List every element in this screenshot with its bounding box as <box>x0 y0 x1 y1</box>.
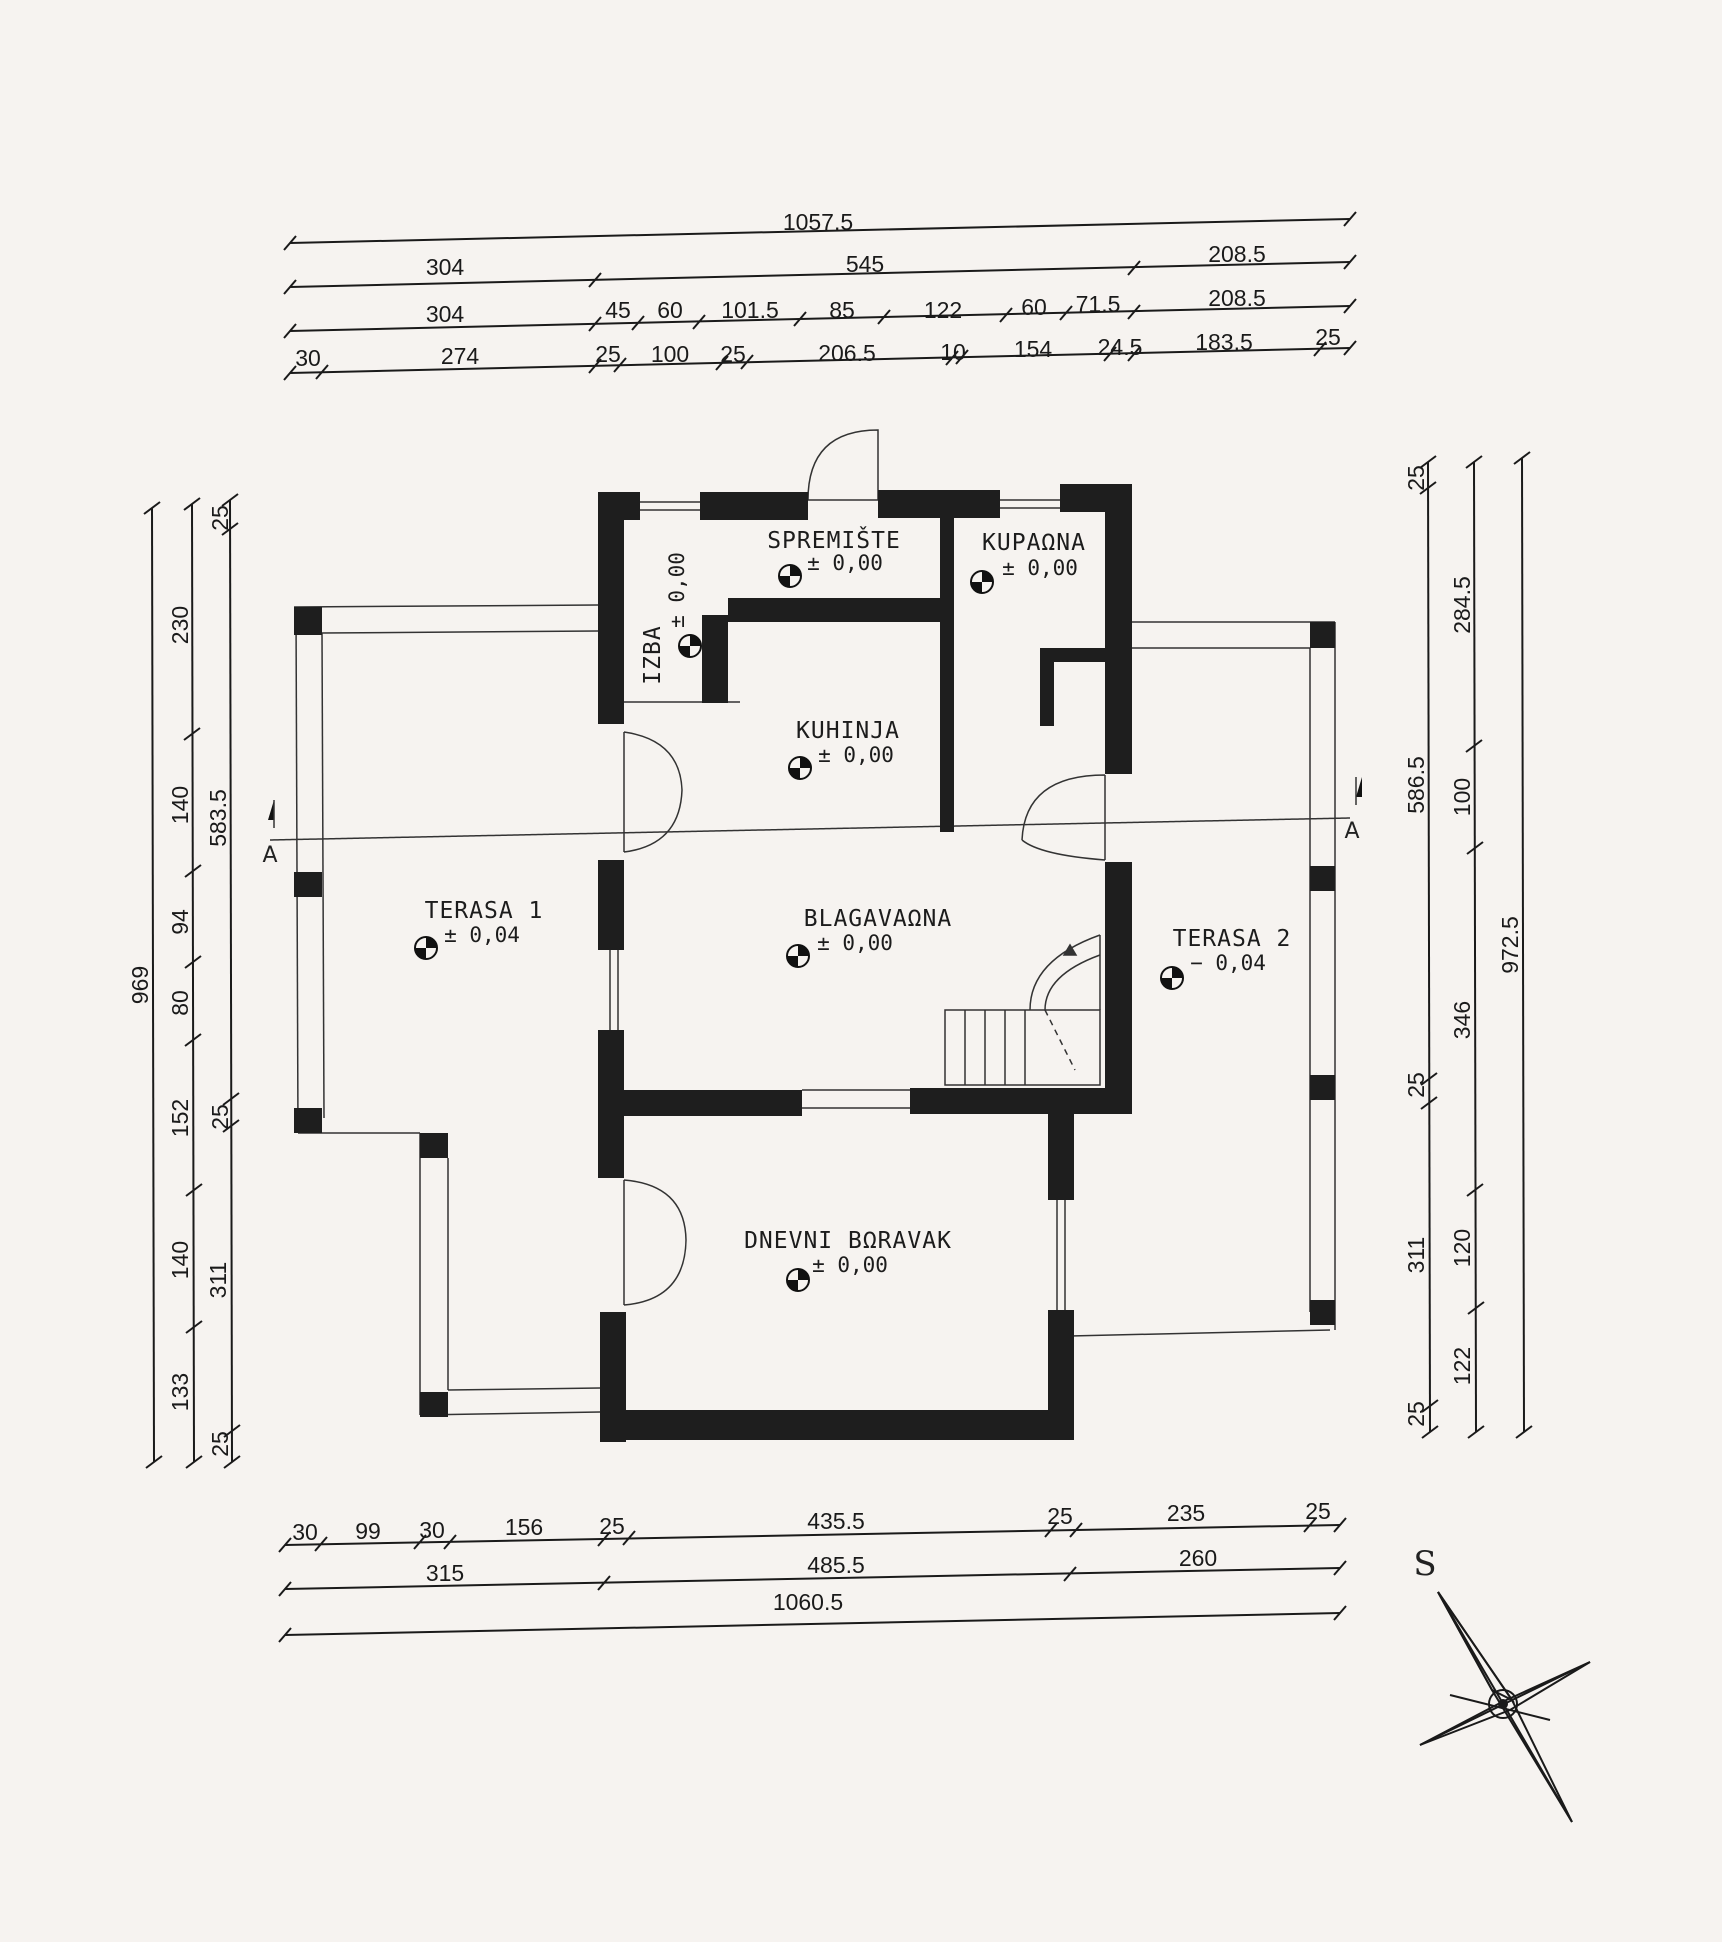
dim-top-r3-5: 122 <box>924 297 962 323</box>
dim-right-i-4: 25 <box>1403 1401 1429 1427</box>
dim-left-o-5: 140 <box>167 1241 193 1279</box>
dim-top-r4-4: 25 <box>720 341 746 367</box>
dim-top-r4-2: 25 <box>595 341 621 367</box>
dim-bot-r2-2: 260 <box>1179 1545 1217 1571</box>
dim-bot-r1-7: 235 <box>1167 1500 1205 1526</box>
dim-top-r4-10: 25 <box>1315 324 1341 350</box>
dim-top-r4-5: 206.5 <box>818 340 876 366</box>
dim-left-m-0: 583.5 <box>205 789 231 847</box>
compass-rose-icon <box>1419 1591 1591 1823</box>
section-mark-left: A <box>262 843 277 868</box>
dim-right-m-1: 100 <box>1449 778 1475 816</box>
level-marker-icon <box>1160 966 1184 990</box>
section-mark-right: A <box>1344 819 1359 844</box>
dim-top-r4-3: 100 <box>651 341 689 367</box>
dim-bot-r1-1: 99 <box>355 1518 381 1544</box>
dim-top-r4-7: 154 <box>1014 336 1053 362</box>
room-name-spremiste: SPREMIŠTE <box>767 526 901 554</box>
dim-top-r3-4: 85 <box>829 297 855 323</box>
room-name-kupaona: KUPAΩNA <box>982 530 1086 556</box>
dim-right-m-3: 120 <box>1449 1229 1475 1267</box>
top-dimensions: 1057.5 304 545 208.5 304 45 60 101.5 85 … <box>283 209 1357 381</box>
room-level-izba: ± 0,00 <box>665 552 689 628</box>
dim-top-r3-2: 60 <box>657 297 683 323</box>
dim-bot-r1-2: 30 <box>419 1517 445 1543</box>
plan-thin-lines <box>269 429 1351 1416</box>
room-name-blagavaona: BLAGAVAΩNA <box>804 906 952 932</box>
room-level-spremiste: ± 0,00 <box>807 551 883 575</box>
dim-top-r4-1: 274 <box>441 343 480 369</box>
dim-left-i-1: 25 <box>207 1104 233 1130</box>
dim-top-total: 1057.5 <box>783 209 853 235</box>
dim-bot-total: 1060.5 <box>773 1589 843 1615</box>
dim-top-r3-3: 101.5 <box>721 297 779 323</box>
level-marker-icon <box>970 570 994 594</box>
dim-bot-r2-1: 485.5 <box>807 1552 865 1578</box>
compass-label: S <box>1413 1544 1436 1584</box>
dim-bot-r1-0: 30 <box>292 1519 318 1545</box>
dim-top-r2-0: 304 <box>426 254 465 280</box>
dim-left-o-1: 140 <box>167 786 193 824</box>
dim-left-o-2: 94 <box>167 909 193 935</box>
dim-left-o-6: 133 <box>167 1373 193 1411</box>
level-marker-icon <box>786 1268 810 1292</box>
dim-bot-r2-0: 315 <box>426 1560 464 1586</box>
dim-top-r4-6: 10 <box>940 339 966 365</box>
room-name-dnevni: DNEVNI BΩRAVAK <box>744 1228 952 1254</box>
dim-bot-r1-5: 435.5 <box>807 1508 865 1534</box>
room-level-kupaona: ± 0,00 <box>1002 556 1078 580</box>
dim-bot-r1-8: 25 <box>1305 1498 1331 1524</box>
walls <box>294 484 1335 1442</box>
dim-top-r3-8: 208.5 <box>1208 285 1266 311</box>
level-marker-icon <box>788 756 812 780</box>
dim-top-r4-0: 30 <box>295 345 321 371</box>
dim-bot-r1-3: 156 <box>505 1514 543 1540</box>
level-marker-icon <box>786 944 810 968</box>
dim-bot-r1-6: 25 <box>1047 1503 1073 1529</box>
dim-top-r2-1: 545 <box>846 251 884 277</box>
dim-right-m-2: 346 <box>1449 1001 1475 1039</box>
room-name-kuhinja: KUHINJA <box>796 718 900 744</box>
dim-right-m-0: 284.5 <box>1449 576 1475 634</box>
dim-left-o-0: 230 <box>167 606 193 644</box>
dim-top-r3-7: 71.5 <box>1076 291 1121 317</box>
right-dimensions: 25 586.5 25 311 25 284.5 100 346 120 122… <box>1403 451 1533 1439</box>
dim-top-r3-1: 45 <box>605 297 631 323</box>
room-level-kuhinja: ± 0,00 <box>818 743 894 767</box>
dim-left-o-4: 152 <box>167 1099 193 1137</box>
dim-top-r3-6: 60 <box>1021 294 1047 320</box>
room-level-terasa1: ± 0,04 <box>444 923 520 947</box>
room-name-terasa1: TERASA 1 <box>425 898 544 924</box>
room-level-blagavaona: ± 0,00 <box>817 931 893 955</box>
dim-left-m-1: 311 <box>205 1262 231 1299</box>
dim-right-i-3: 311 <box>1403 1237 1429 1274</box>
dim-right-m-4: 122 <box>1449 1347 1475 1385</box>
dim-right-i-2: 25 <box>1403 1072 1429 1098</box>
bottom-dimensions: 30 99 30 156 25 435.5 25 235 25 315 485.… <box>278 1498 1347 1643</box>
dim-bot-r1-4: 25 <box>599 1513 625 1539</box>
dim-left-o-3: 80 <box>167 990 193 1016</box>
dim-right-i-1: 586.5 <box>1403 756 1429 814</box>
level-marker-icon <box>678 634 702 658</box>
room-name-terasa2: TERASA 2 <box>1173 926 1292 952</box>
section-marks: A A <box>262 777 1362 868</box>
left-dimensions: 230 140 94 80 152 140 133 969 583.5 311 … <box>127 493 241 1469</box>
dim-left-total: 969 <box>127 966 153 1004</box>
level-marker-icon <box>778 564 802 588</box>
dim-top-r3-0: 304 <box>426 301 465 327</box>
dim-top-r4-8: 24.5 <box>1098 334 1143 360</box>
dim-top-r4-9: 183.5 <box>1195 329 1253 355</box>
dim-right-total: 972.5 <box>1497 916 1523 974</box>
room-name-izba: IZBA <box>640 625 666 684</box>
dim-left-i-2: 25 <box>207 1431 233 1457</box>
room-labels: IZBA ± 0,00 SPREMIŠTE ± 0,00 KUPAΩNA ± 0… <box>414 526 1292 1292</box>
level-marker-icon <box>414 936 438 960</box>
room-level-terasa2: − 0,04 <box>1190 951 1266 975</box>
dim-right-i-0: 25 <box>1403 465 1429 491</box>
dim-top-r2-2: 208.5 <box>1208 241 1266 267</box>
dim-left-i-0: 25 <box>207 505 233 531</box>
room-level-dnevni: ± 0,00 <box>812 1253 888 1277</box>
